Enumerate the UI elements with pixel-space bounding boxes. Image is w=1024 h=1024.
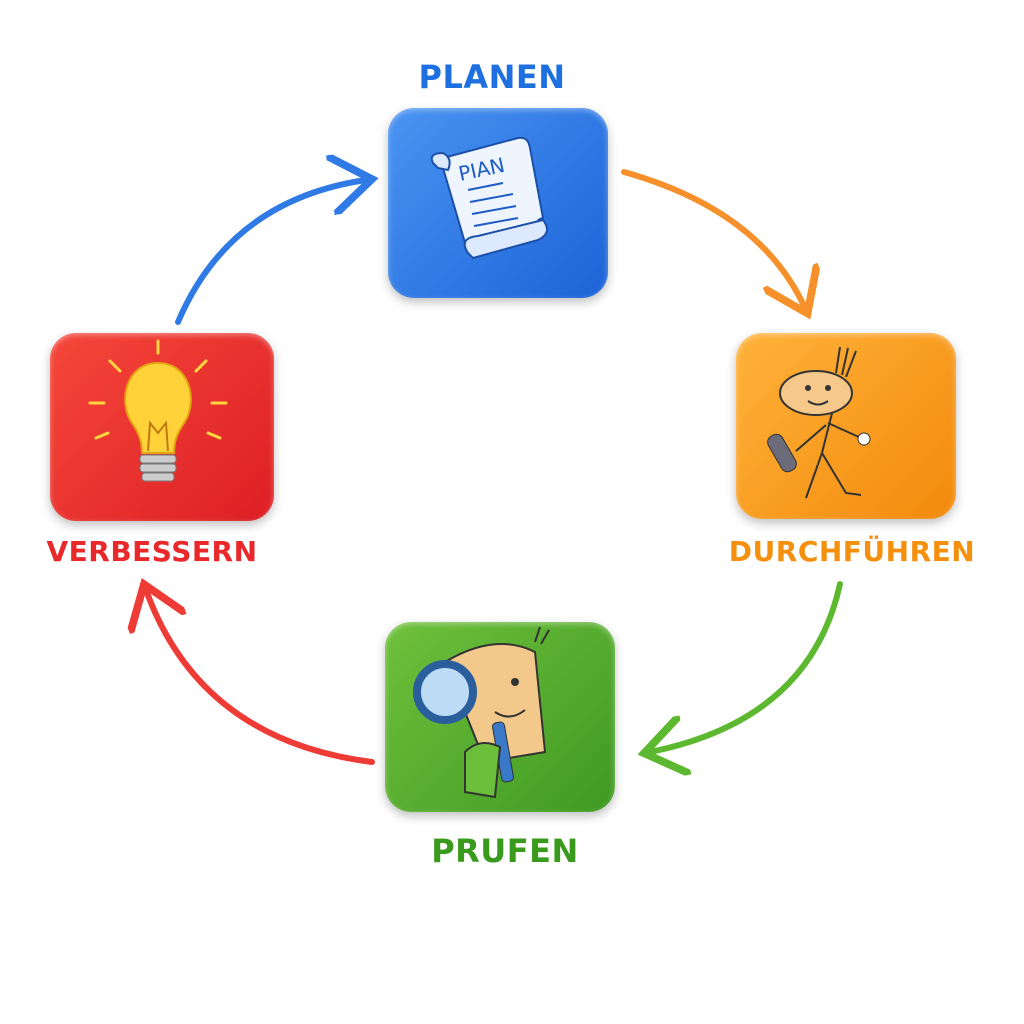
arrow-plan-to-do <box>621 169 805 308</box>
act-card[interactable] <box>50 333 274 521</box>
scroll-icon: PIAN <box>430 136 548 260</box>
magnifier-person-icon <box>413 626 550 799</box>
arrow-check-to-act <box>146 590 375 765</box>
label-planen: PLANEN <box>418 58 566 96</box>
label-pruefen: PRUFEN <box>431 832 579 870</box>
stick-figure-icon <box>767 346 871 499</box>
do-card[interactable] <box>736 333 956 519</box>
check-card[interactable] <box>385 622 615 812</box>
label-verbessern: VERBESSERN <box>46 535 258 568</box>
plan-card[interactable]: PIAN <box>388 108 608 298</box>
lightbulb-icon <box>88 339 228 482</box>
arrow-do-to-check <box>650 581 843 752</box>
label-durchfuehren: DURCHFÜHREN <box>728 535 976 568</box>
arrow-act-to-plan <box>175 180 366 325</box>
